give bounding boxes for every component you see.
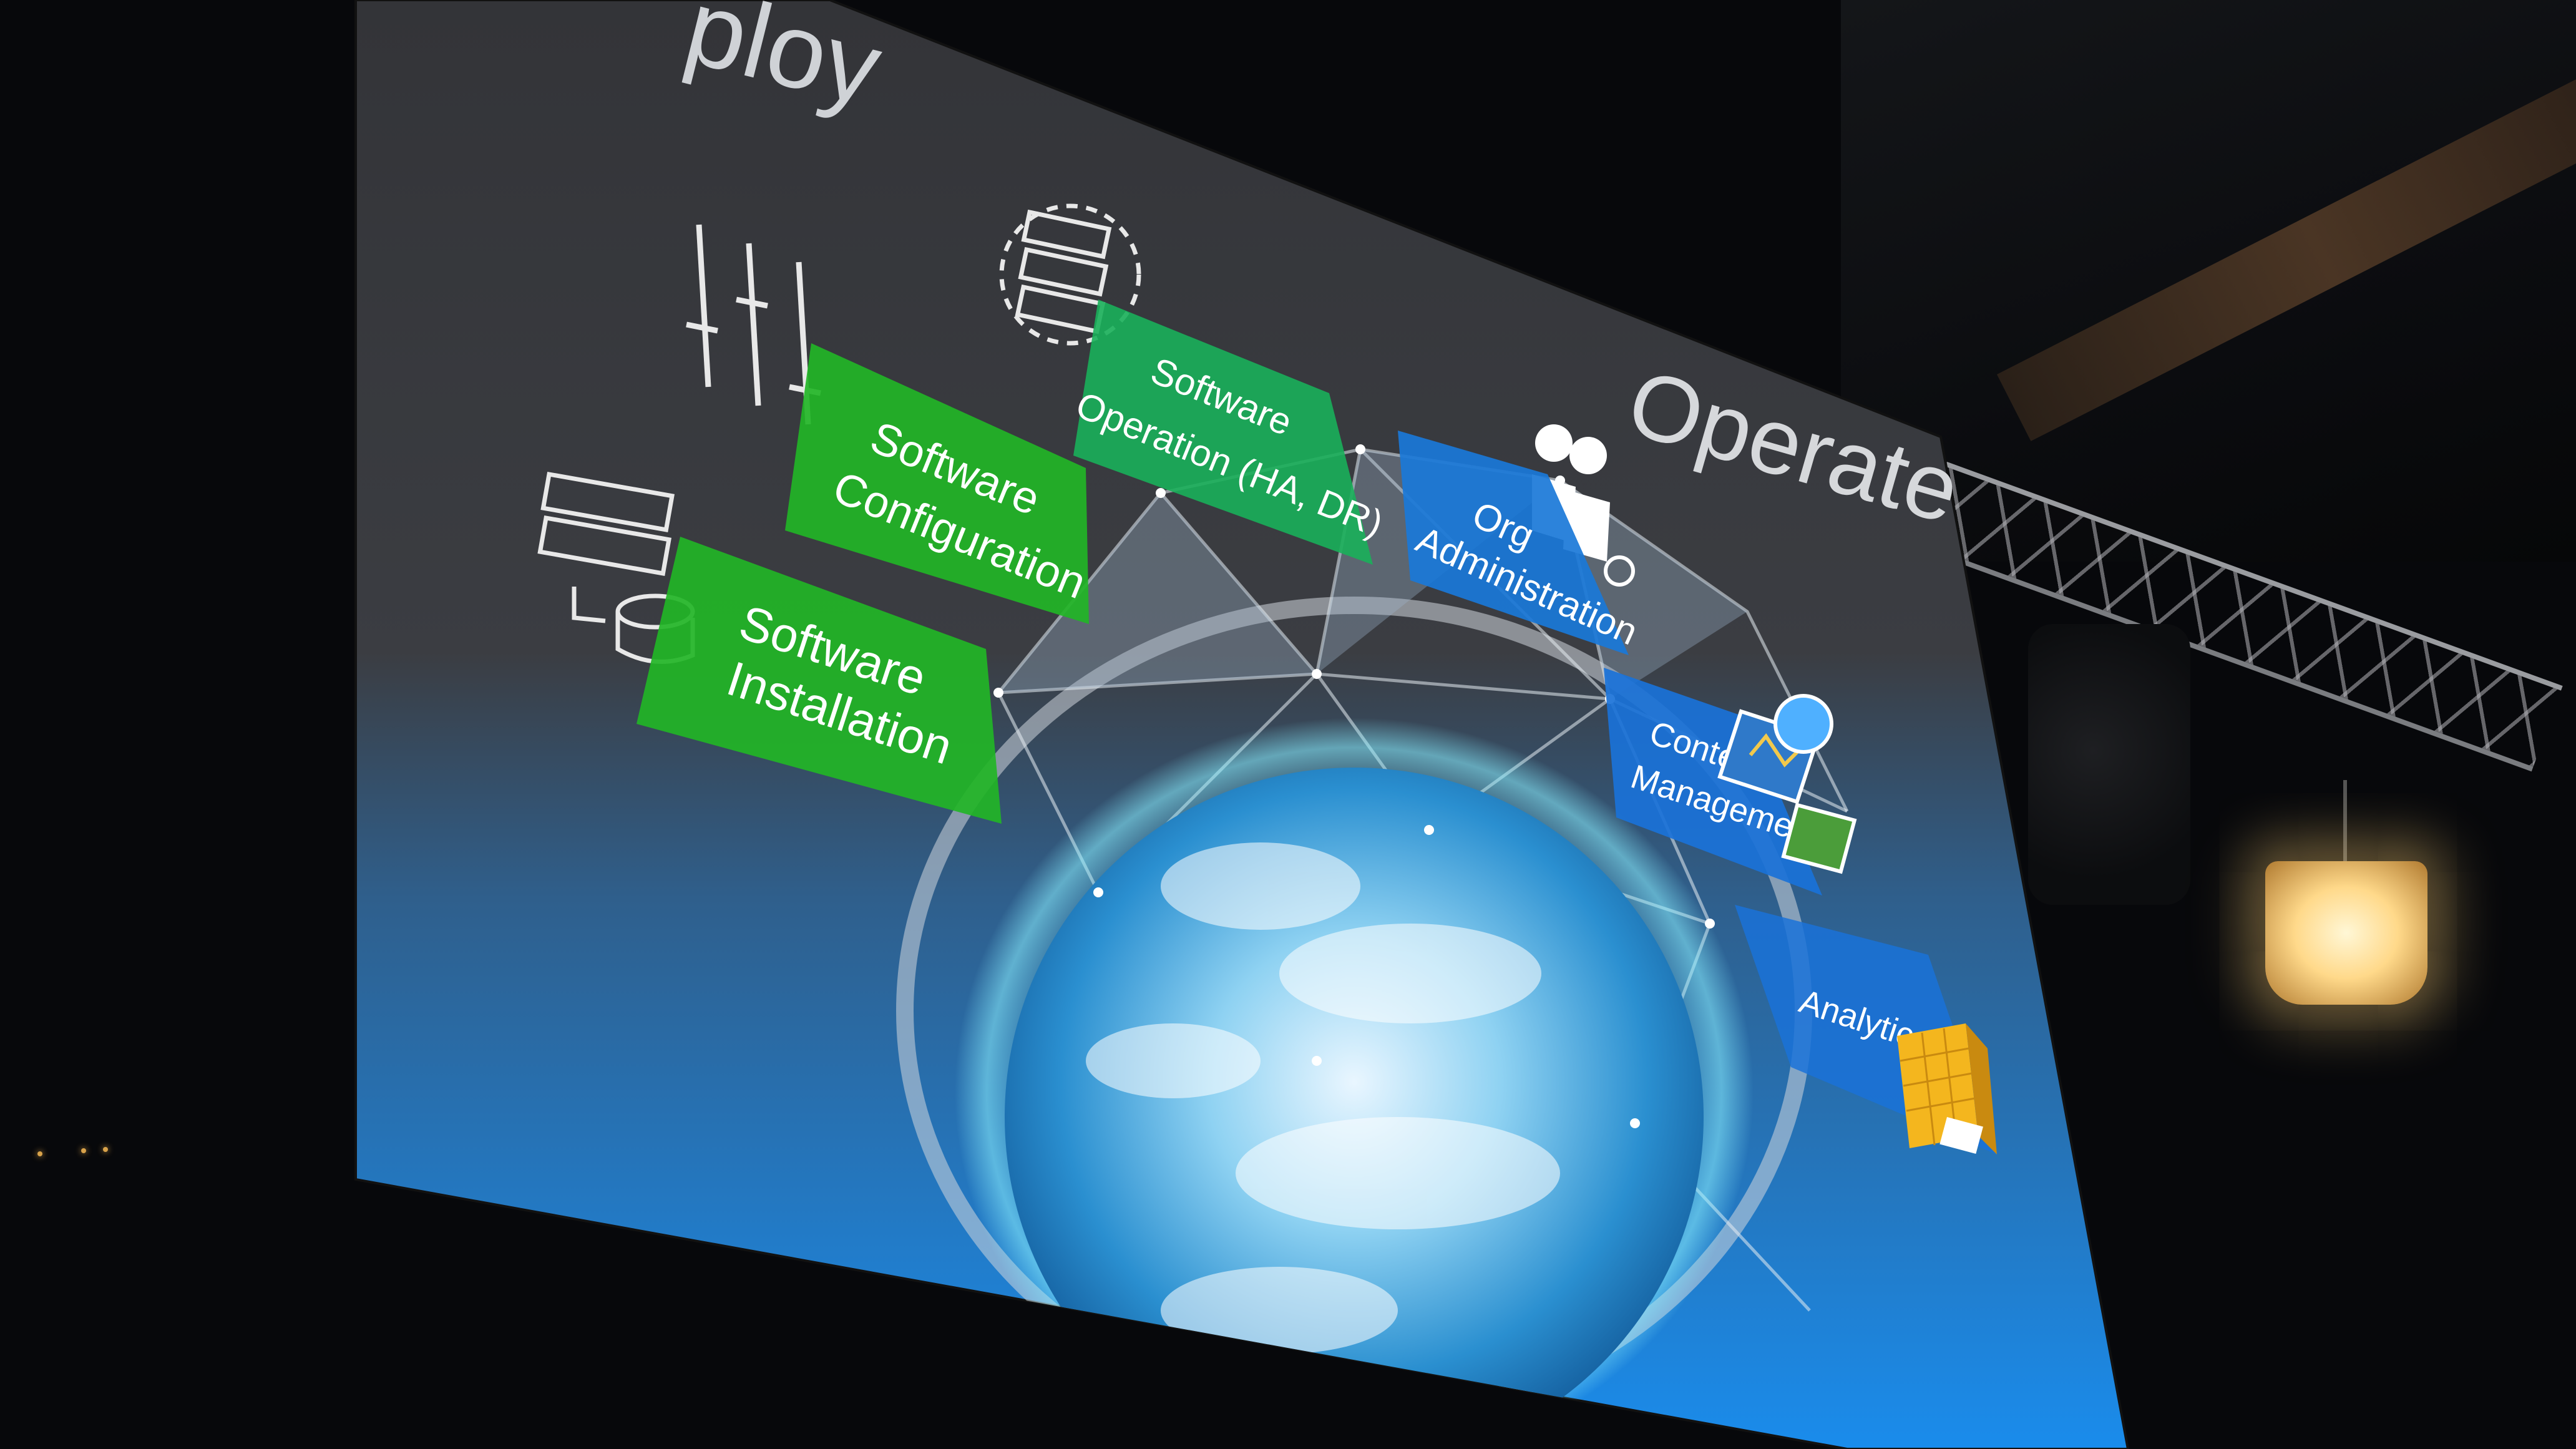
globe-icon xyxy=(1005,768,1704,1449)
speaker xyxy=(2028,624,2190,905)
lamp-wire xyxy=(2343,780,2347,867)
card-software-installation: Software Installation xyxy=(637,537,1002,824)
dashboard-icon xyxy=(1717,694,1857,874)
data-cube-icon xyxy=(1897,1023,1997,1154)
pendant-lamp xyxy=(2265,861,2427,1005)
